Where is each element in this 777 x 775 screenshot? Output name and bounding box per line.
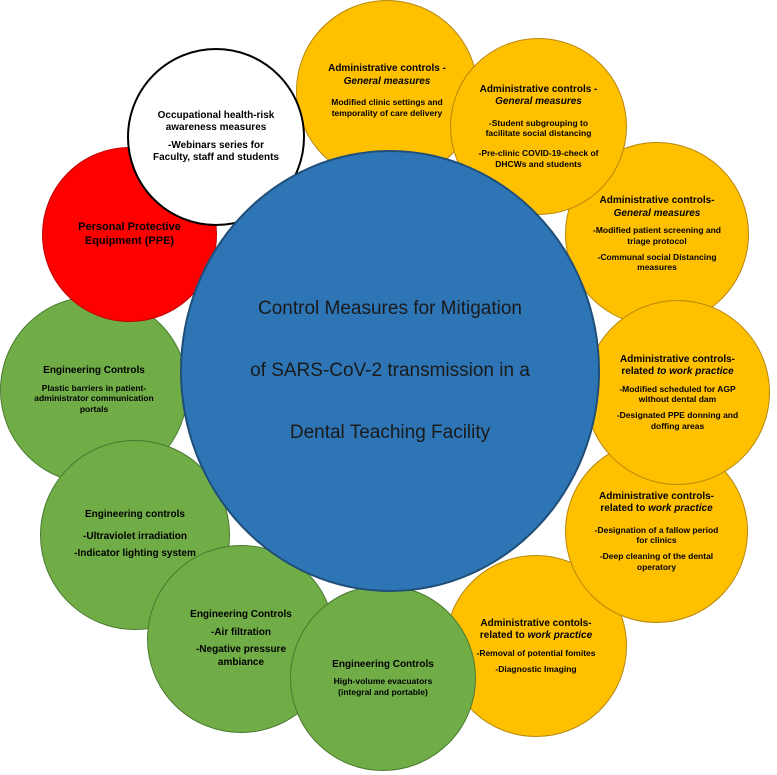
admin5-item2b: operatory [636,561,677,572]
eng4-item1b: administrator communication [34,393,154,404]
admin5-title-italic: work practice [648,503,713,515]
eng4-item1c: portals [79,404,109,415]
ppe-line2: Equipment (PPE) [84,234,175,247]
eng1-title: Engineering Controls [332,658,434,670]
admin3-item1b: triage protocol [627,235,687,246]
admin1-item1: Modified clinic settings and [331,97,443,108]
admin3-title: Administrative controls- [599,195,715,207]
eng3-title: Engineering controls [84,509,185,521]
center-line3: Dental Teaching Facility [289,421,491,443]
admin4-title-prefix: related [621,366,657,378]
admin1-item1b: temporality of care delivery [331,108,443,118]
admin4-title-italic: to work practice [656,366,734,378]
center-line1: Control Measures for Mitigation [258,298,522,320]
admin3-title-italic: General measures [613,207,701,219]
admin4-item2: -Designated PPE donning and [616,410,739,420]
admin6-title-prefix: related to [479,630,528,642]
admin2-item2b: DHCWs and students [495,158,582,169]
engineering-controls-circle-1: Engineering Controls High-volume evacuat… [290,585,476,771]
admin5-item1b: for clinics [636,535,677,546]
eng2-item2: -Negative pressure [195,644,287,655]
admin3-item2b: measures [637,262,677,273]
eng1-item1: High-volume evacuators [333,676,433,687]
occ-item1: -Webinars series for [168,139,264,151]
admin2-title-italic: General measures [495,96,582,108]
admin2-item2: -Pre-clinic COVID-19-check of [478,148,599,158]
admin-work-practice-circle-4: Administrative controls- related to work… [585,300,770,485]
admin2-item1: -Student subgrouping to [488,117,589,128]
center-line2: of SARS-CoV-2 transmission in a [250,360,530,382]
admin5-title-prefix: related to [600,503,649,515]
admin4-item2b: doffing areas [650,420,705,431]
admin6-title: Administrative contols- [480,617,592,629]
occ-line2: awareness measures [165,122,267,133]
admin6-title-italic: work practice [527,630,593,642]
admin3-item1: -Modified patient screening and [593,225,721,236]
eng4-title: Engineering Controls [43,365,145,377]
eng2-title: Engineering Controls [190,609,292,620]
central-topic-circle: Control Measures for Mitigation of SARS-… [180,150,600,592]
admin2-item1b: facilitate social distancing [485,128,592,139]
admin3-item2: -Communal social Distancing [597,251,717,262]
admin4-item1: -Modified scheduled for AGP [619,383,736,394]
admin5-item1: -Designation of a fallow period [594,524,719,535]
admin1-title-italic: General measures [343,75,431,87]
ppe-line1: Personal Protective [78,220,181,233]
admin4-title: Administrative controls- [619,353,736,365]
admin4-item1b: without dental dam [638,394,717,405]
eng2-item1: -Air filtration [211,626,271,638]
admin2-title: Administrative controls - [479,83,598,95]
admin6-item2: -Diagnostic Imaging [495,663,577,674]
eng2-item2b: ambiance [217,656,265,668]
occ-item1b: Faculty, staff and students [153,152,279,163]
admin6-item1: -Removal of potential fomites [476,647,596,658]
eng3-item1: -Ultraviolet irradiation [83,530,187,542]
admin1-title: Administrative controls - [328,63,446,75]
admin5-item2: -Deep cleaning of the dental [599,551,714,561]
occ-line1: Occupational health-risk [157,109,275,121]
admin5-title: Administrative controls- [598,490,715,502]
eng1-item1b: (integral and portable) [338,686,428,697]
eng4-item1: Plastic barriers in patient- [41,382,147,393]
eng3-item2: -Indicator lighting system [74,548,196,560]
